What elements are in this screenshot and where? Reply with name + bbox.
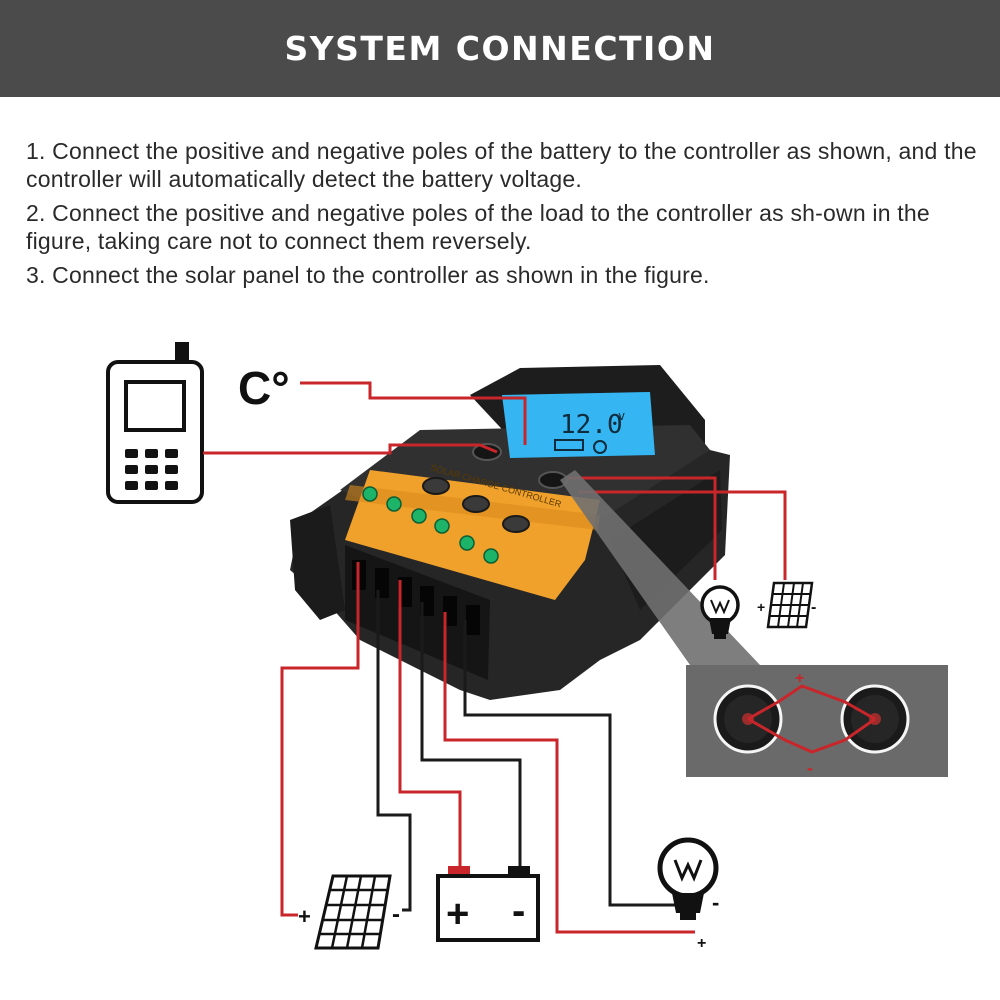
inset-minus-label: - [807,758,813,778]
battery-positive-wire [398,580,462,868]
port-detail-inset: + - [686,665,948,778]
load-negative-wire [463,620,680,907]
load-positive-wire [443,612,695,934]
small-panel-minus-label: - [811,599,816,616]
bulb-minus-label: - [712,890,719,915]
phone-icon [106,342,204,504]
bulb-plus-label: + [697,935,706,952]
status-led [386,496,402,512]
battery-negative-wire [420,602,522,872]
instruction-step-1: 1. Connect the positive and negative pol… [26,138,977,192]
instruction-list: 1. Connect the positive and negative pol… [26,137,991,295]
solar-panel-icon: + - [757,581,816,629]
menu-button[interactable] [422,477,450,495]
inset-plus-label: + [795,670,804,687]
solar-plus-label: + [298,904,311,929]
status-led [483,548,499,564]
bulb-icon [700,585,740,639]
status-led [434,518,450,534]
instruction-step-3: 3. Connect the solar panel to the contro… [26,262,710,288]
down-button[interactable] [502,515,530,533]
lcd-reading: 12.0 [560,410,623,440]
battery-minus-label: - [512,889,525,933]
battery-icon: + - [436,866,540,942]
solar-panel-icon: + - [298,874,400,950]
dc-solar-wire [578,490,787,580]
temperature-label: C° [238,362,290,414]
charge-controller: SOLAR CHARGE CONTROLLER 12.0 v [290,365,730,700]
solar-minus-label: - [392,901,400,928]
lcd-unit: v [618,409,625,423]
lcd-screen [502,392,655,458]
dc-bulb-wire [568,476,717,580]
page-title: SYSTEM CONNECTION [284,29,716,68]
temperature-sensor-port [472,443,502,461]
battery-plus-label: + [446,892,469,936]
status-led [362,486,378,502]
bulb-icon: - + [657,837,719,952]
terminal-block [345,545,490,680]
solar-negative-wire [376,590,412,912]
status-led [411,508,427,524]
solar-positive-wire [280,562,360,917]
title-banner: SYSTEM CONNECTION [0,0,1000,97]
small-panel-plus-label: + [757,599,765,615]
status-led [459,535,475,551]
instruction-step-2: 2. Connect the positive and negative pol… [26,200,930,254]
up-button[interactable] [462,495,490,513]
temperature-wire [300,381,527,445]
phone-wire [203,443,498,455]
